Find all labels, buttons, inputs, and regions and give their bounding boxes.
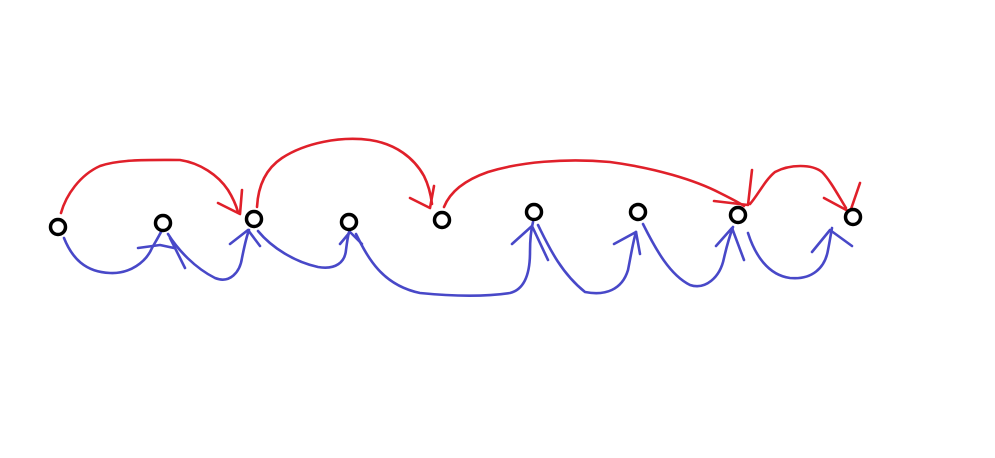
blue-arrowhead-4-6 xyxy=(510,224,550,262)
blue-arc-4-6 xyxy=(354,220,535,297)
node-1 xyxy=(48,217,68,237)
blue-arrowhead-6-7 xyxy=(612,230,642,256)
red-arcs-layer xyxy=(59,137,862,216)
red-arrowhead-1-3 xyxy=(216,188,244,216)
red-arrowhead-8-9 xyxy=(822,181,862,214)
red-arc-5-8 xyxy=(442,159,746,209)
red-arrowhead-5-8 xyxy=(712,168,754,207)
blue-arc-6-7 xyxy=(536,223,638,295)
blue-arc-7-8 xyxy=(641,222,735,288)
blue-arc-3-4 xyxy=(256,229,351,269)
red-arc-8-9 xyxy=(748,164,848,210)
red-arrowhead-3-5 xyxy=(408,184,436,210)
blue-arc-8-9 xyxy=(746,226,834,280)
node-6 xyxy=(524,202,544,222)
node-7 xyxy=(628,202,648,222)
node-2 xyxy=(153,213,173,233)
blue-arrowhead-8-9 xyxy=(810,228,854,254)
blue-arrowhead-1-2 xyxy=(136,236,187,270)
node-4 xyxy=(339,212,359,232)
blue-arcs-layer xyxy=(62,220,854,297)
blue-arrowhead-2-3 xyxy=(228,228,262,248)
blue-arc-1-2 xyxy=(62,230,163,275)
node-9 xyxy=(843,207,863,227)
nodes-layer xyxy=(48,202,863,237)
blue-arc-2-3 xyxy=(166,228,251,281)
red-arc-1-3 xyxy=(59,158,240,215)
node-3 xyxy=(244,209,264,229)
blue-arrowhead-7-8 xyxy=(714,226,746,262)
red-arc-3-5 xyxy=(255,137,434,209)
node-8 xyxy=(728,205,748,225)
node-5 xyxy=(432,210,452,230)
